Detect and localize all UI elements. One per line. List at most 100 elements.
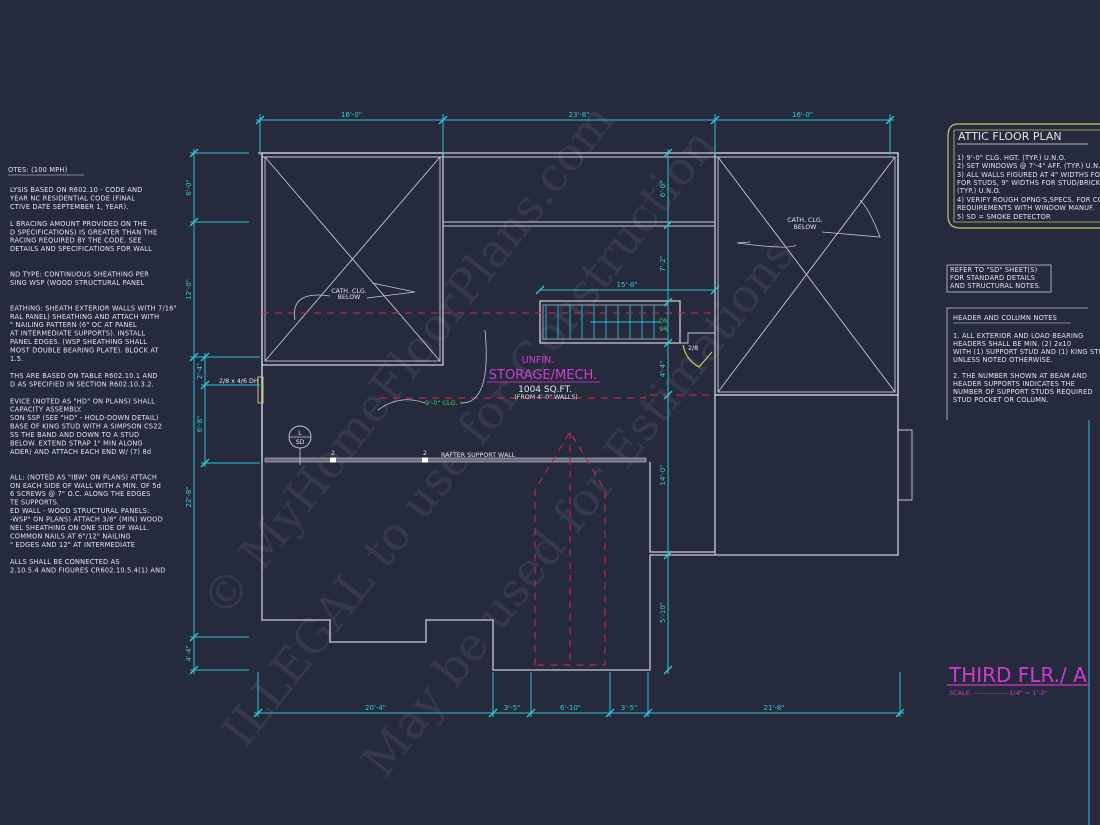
note-line: 1.5. [10, 355, 23, 363]
header-note-line: HEADER SUPPORTS INDICATES THE [953, 380, 1075, 388]
dimension-label: 2'-4" [196, 363, 204, 380]
dimension-label: 6'-8" [196, 416, 204, 433]
sheet-title-text: THIRD FLR./ A [948, 663, 1087, 687]
note-line: SS THE BAND AND DOWN TO A STUD [10, 431, 139, 439]
note-line: PANEL EDGES. (WSP SHEATHING SHALL [10, 338, 147, 346]
sheet-scale: SCALE: ---------------1/4" = 1'-0" [949, 689, 1048, 697]
note-line: SING WSP (WOOD STRUCTURAL PANEL [10, 279, 145, 287]
note-line: L BRACING AMOUNT PROVIDED ON THE [10, 220, 147, 228]
note-line: MOST DOUBLE BEARING PLATE). BLOCK AT [10, 347, 160, 355]
note-line: ED WALL - WOOD STRUCTURAL PANELS: [10, 507, 150, 515]
room-name: STORAGE/MECH. [489, 368, 597, 383]
dimension-label: 7'-2" [659, 255, 667, 272]
note-line: RAL PANEL) SHEATHING AND ATTACH WITH [10, 313, 159, 321]
stair-risers: 9R [659, 325, 668, 333]
note-line: -WSP" ON PLANS) ATTACH 3/8" (MIN) WOOD [10, 516, 163, 524]
leader-lines [294, 199, 881, 465]
attic-note-line: FOR STUDS, 9" WIDTHS FOR STUD/BRICK [957, 179, 1100, 187]
header-notes-title: HEADER AND COLUMN NOTES [953, 314, 1057, 322]
note-line: COMMON NAILS AT 6"/12" NAILING [10, 532, 131, 540]
note-line: THS ARE BASED ON TABLE R602.10.1 AND [9, 372, 158, 380]
attic-note-line: 1) 9'-0" CLG. HGT. (TYP.) U.N.O. [957, 154, 1066, 162]
dimension-label: 20'-4" [365, 704, 386, 712]
header-note-line: STUD POCKET OR COLUMN. [953, 396, 1049, 404]
dimension-label: 16'-0" [341, 111, 362, 119]
attic-note-line: REQUIREMENTS WITH WINDOW MANUF. [957, 204, 1094, 212]
door-swing [682, 344, 713, 368]
note-line: D SPECIFICATIONS) IS GREATER THAN THE [10, 228, 157, 236]
note-line: ON EACH SIDE OF WALL WITH A MIN. OF 5d [10, 482, 161, 490]
note-line: DETAILS AND SPECIFICATIONS FOR WALL [10, 245, 152, 253]
dimension-label: 21'-8" [763, 704, 784, 712]
dimension-lines: 16'-0"23'-8"16'-0"6'-0"12'-0"22'-8"4'-4"… [185, 111, 905, 718]
svg-text:SD: SD [296, 439, 305, 446]
attic-note-line: 4) VERIFY ROUGH OPNG'S,SPECS. FOR CODE [957, 196, 1100, 204]
stair-direction: DN [659, 317, 669, 325]
dimension-label: 3'-5" [621, 704, 638, 712]
room-area: 1004 SQ.FT. [518, 385, 572, 395]
header-note-line: 1. ALL EXTERIOR AND LOAD BEARING [953, 332, 1083, 340]
dimension-label: 6'-10" [560, 704, 581, 712]
dimension-label: 4'-4" [659, 361, 667, 378]
note-line: NEL SHEATHING ON ONE SIDE OF WALL. [10, 524, 149, 532]
note-line: 6 SCREWS @ 7" O.C. ALONG THE EDGES [10, 490, 151, 498]
note-line: EATHING: SHEATH EXTERIOR WALLS WITH 7/16… [10, 304, 177, 312]
ceiling-break-lines [262, 312, 715, 666]
note-line: TE SUPPORTS. [9, 499, 59, 507]
header-note-line: UNLESS NOTED OTHERWISE. [953, 356, 1053, 364]
smoke-detector-symbol: L SD [288, 425, 312, 449]
walls [257, 152, 913, 671]
note-line: ALLS SHALL BE CONNECTED AS [10, 558, 120, 566]
header-note-line: HEADERS SHALL BE MIN. (2) 2x10 [953, 340, 1071, 348]
room-area-note: (FROM 4'-0" WALLS) [514, 394, 577, 401]
attic-note-line: 5) SD = SMOKE DETECTOR [957, 213, 1051, 221]
header-note-line: WITH (1) SUPPORT STUD AND (1) KING STUD [953, 348, 1100, 356]
note-line: " NAILING PATTERN (6" OC AT PANEL [10, 321, 137, 329]
note-line: 2.10.5.4 AND FIGURES CR602.10.5.4(1) AND [10, 566, 165, 574]
stud-count: 2 [331, 450, 335, 457]
dimension-label: 5'-10" [659, 602, 667, 623]
dimension-label: 12'-0" [185, 279, 193, 300]
note-line: " EDGES AND 12" AT INTERMEDIATE [10, 541, 135, 549]
attic-note-line: 3) ALL WALLS FIGURED AT 4" WIDTHS FOR [957, 171, 1100, 179]
note-line: RACING REQUIRED BY THE CODE. SEE [10, 237, 142, 245]
header-column-notes: HEADER AND COLUMN NOTES 1. ALL EXTERIOR … [946, 307, 1100, 420]
svg-text:L: L [298, 430, 302, 437]
note-line: SON SSP (SEE "HD" - HOLD-DOWN DETAIL) [10, 414, 159, 422]
cath-clg-label: CATH. CLG. [331, 288, 366, 295]
sd-note-line: FOR STANDARD DETAILS [950, 274, 1035, 282]
stair-dimension: 15'-8" [616, 281, 637, 289]
note-line: EVICE (NOTED AS "HD" ON PLANS) SHALL [10, 397, 155, 405]
dimension-label: 6'-0" [185, 179, 193, 196]
dimension-label: 3'-5" [504, 704, 521, 712]
structural-notes: OTES: (100 MPH)LYSIS BASED ON R602.10 - … [8, 166, 177, 574]
sheet-title: THIRD FLR./ A SCALE: ---------------1/4"… [947, 663, 1090, 697]
dimension-label: 4'-4" [185, 645, 193, 662]
rafter-support-wall [264, 457, 647, 463]
note-line: CTIVE DATE SEPTEMBER 1, YEAR). [10, 203, 129, 211]
attic-note-line: (TYP.) U.N.O. [957, 187, 1001, 195]
dimension-label: 14'-0" [659, 464, 667, 485]
dimension-label: 6'-0" [659, 181, 667, 198]
sd-sheet-reference: REFER TO "SD" SHEET(S) FOR STANDARD DETA… [946, 264, 1052, 293]
dimension-label: 22'-8" [185, 486, 193, 507]
attic-notes-title: ATTIC FLOOR PLAN [958, 130, 1062, 143]
rafter-wall-label: RAFTER SUPPORT WALL [441, 452, 516, 459]
note-line: D AS SPECIFIED IN SECTION R602.10.3.2. [10, 380, 154, 388]
note-line: BASE OF KING STUD WITH A SIMPSON CS22 [10, 423, 162, 431]
cath-clg-label: BELOW [338, 294, 362, 301]
room-label: UNFIN. [522, 355, 554, 366]
plan-labels: UNFIN. STORAGE/MECH. 1004 SQ.FT. (FROM 4… [219, 217, 823, 459]
note-line: BELOW. EXTEND STRAP 1" MIN ALONG [10, 440, 143, 448]
stud-count: 2 [423, 450, 427, 457]
dimension-label: 16'-0" [792, 111, 813, 119]
attic-note-line: 2) SET WINDOWS @ 7'-4" AFF. (TYP.) U.N.O… [957, 162, 1100, 170]
header-note-line: 2. THE NUMBER SHOWN AT BEAM AND [953, 372, 1087, 380]
sd-note-line: AND STRUCTURAL NOTES. [950, 282, 1041, 290]
cath-clg-label: CATH. CLG. [787, 217, 822, 224]
header-note-line: NUMBER OF SUPPORT STUDS REQUIRED [953, 388, 1093, 396]
sd-note-line: REFER TO "SD" SHEET(S) [950, 266, 1037, 274]
note-line: AT INTERMEDIATE SUPPORTS). INSTALL [10, 330, 146, 338]
ceiling-height: 9'-0" CLG. [425, 399, 458, 407]
